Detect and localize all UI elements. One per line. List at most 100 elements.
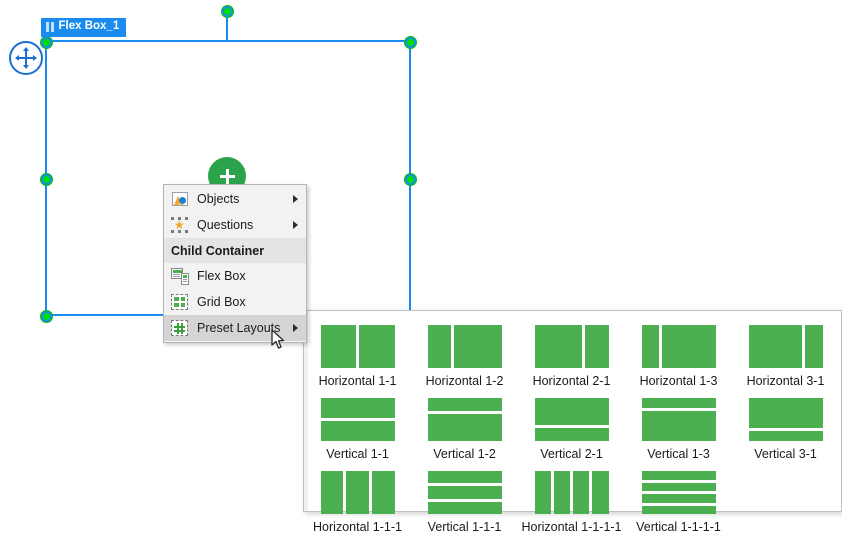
preset-layout-label: Vertical 2-1: [540, 447, 603, 461]
submenu-arrow-icon: [293, 221, 298, 229]
preset-layout-thumbnail: [427, 398, 502, 441]
preset-layout-horizontal-3-1[interactable]: Horizontal 3-1: [732, 319, 839, 392]
layout-pane: [427, 471, 502, 484]
preset-layout-label: Vertical 1-2: [433, 447, 496, 461]
preset-layouts-icon: [171, 320, 188, 336]
move-handle[interactable]: [9, 41, 43, 75]
layout-pane: [427, 414, 502, 441]
layout-pane: [427, 325, 452, 368]
grid-box-icon: [171, 294, 188, 310]
preset-layout-label: Vertical 1-1: [326, 447, 389, 461]
questions-icon-slot: ★: [171, 216, 189, 234]
layout-pane: [320, 471, 344, 514]
mouse-pointer-icon: [271, 329, 287, 351]
preset-layout-row: Vertical 1-1 Vertical 1-2 Vertical 2-1 Vert…: [304, 392, 841, 465]
preset-layout-label: Horizontal 1-2: [425, 374, 504, 388]
preset-layout-row: Horizontal 1-1-1 Vertical 1-1-1 Horizontal…: [304, 465, 841, 538]
preset-layout-horizontal-1-3[interactable]: Horizontal 1-3: [625, 319, 732, 392]
layout-pane: [427, 501, 502, 514]
layout-pane: [573, 471, 590, 514]
layout-pane: [427, 398, 502, 412]
preset-layout-vertical-2-1[interactable]: Vertical 2-1: [518, 392, 625, 465]
layout-pane: [641, 411, 716, 441]
context-menu-item-objects[interactable]: Objects: [164, 186, 306, 212]
layout-pane: [641, 471, 716, 480]
preset-layout-vertical-1-3[interactable]: Vertical 1-3: [625, 392, 732, 465]
preset-layout-vertical-1-1[interactable]: Vertical 1-1: [304, 392, 411, 465]
layout-pane: [534, 398, 609, 425]
move-4way-icon: [15, 47, 37, 69]
preset-layout-label: Horizontal 1-3: [639, 374, 718, 388]
selection-handle-bottom-left[interactable]: [40, 310, 53, 323]
preset-layout-thumbnail: [427, 325, 502, 368]
layout-pane: [371, 471, 395, 514]
selection-handle-top-left[interactable]: [40, 36, 53, 49]
selection-edge-top: [45, 40, 411, 42]
flex-box-icon-slot: [171, 267, 189, 285]
layout-pane: [641, 398, 716, 408]
context-menu-section-header: Child Container: [164, 238, 306, 263]
context-menu-item-grid-box[interactable]: Grid Box: [164, 289, 306, 315]
objects-icon-slot: [171, 190, 189, 208]
preset-layout-label: Vertical 1-3: [647, 447, 710, 461]
flex-box-icon: [171, 268, 189, 285]
selection-top-stem: [226, 10, 228, 42]
layout-pane: [748, 431, 823, 441]
context-menu-item-flex-box[interactable]: Flex Box: [164, 263, 306, 289]
preset-layout-thumbnail: [534, 398, 609, 441]
layout-pane: [641, 325, 660, 368]
preset-layout-label: Vertical 3-1: [754, 447, 817, 461]
questions-icon: ★: [171, 217, 188, 233]
preset-layout-label: Horizontal 1-1-1-1: [521, 520, 622, 534]
preset-layout-label: Vertical 1-1-1-1: [636, 520, 721, 534]
flex-box-icon: [46, 21, 54, 32]
object-name-label: Flex Box_1: [58, 20, 120, 32]
preset-layout-vertical-1-1-1-1[interactable]: Vertical 1-1-1-1: [625, 465, 732, 538]
preset-layout-thumbnail: [641, 398, 716, 441]
preset-layout-label: Horizontal 2-1: [532, 374, 611, 388]
context-menu-item-preset-layouts[interactable]: Preset Layouts: [164, 315, 306, 341]
layout-pane: [534, 471, 551, 514]
preset-layout-vertical-3-1[interactable]: Vertical 3-1: [732, 392, 839, 465]
preset-layout-vertical-1-2[interactable]: Vertical 1-2: [411, 392, 518, 465]
preset-layout-horizontal-1-1-1-1[interactable]: Horizontal 1-1-1-1: [518, 465, 625, 538]
preset-layout-horizontal-1-2[interactable]: Horizontal 1-2: [411, 319, 518, 392]
selection-handle-mid-left[interactable]: [40, 173, 53, 186]
preset-layout-label: Vertical 1-1-1: [427, 520, 502, 534]
layout-pane: [427, 486, 502, 499]
context-menu-item-label: Objects: [197, 192, 240, 206]
preset-layout-thumbnail: [320, 471, 395, 514]
context-menu-item-label: Questions: [197, 218, 254, 232]
objects-icon: [172, 192, 188, 206]
layout-pane: [748, 325, 802, 368]
layout-pane: [553, 471, 570, 514]
submenu-arrow-icon: [293, 195, 298, 203]
preset-layout-thumbnail: [534, 471, 609, 514]
selection-handle-mid-right[interactable]: [404, 173, 417, 186]
layout-pane: [748, 398, 823, 428]
preset-layout-horizontal-2-1[interactable]: Horizontal 2-1: [518, 319, 625, 392]
selection-handle-top-right[interactable]: [404, 36, 417, 49]
object-name-badge[interactable]: Flex Box_1: [41, 18, 127, 37]
preset-layouts-icon-slot: [171, 319, 189, 337]
preset-layout-thumbnail: [320, 325, 395, 368]
flyout-left-strip: [304, 311, 308, 511]
plus-icon-bar: [219, 174, 235, 178]
context-menu-item-questions[interactable]: ★ Questions: [164, 212, 306, 238]
layout-pane: [662, 325, 716, 368]
layout-pane: [320, 398, 395, 418]
preset-layout-vertical-1-1-1[interactable]: Vertical 1-1-1: [411, 465, 518, 538]
preset-layout-horizontal-1-1[interactable]: Horizontal 1-1: [304, 319, 411, 392]
layout-pane: [804, 325, 823, 368]
preset-layout-horizontal-1-1-1[interactable]: Horizontal 1-1-1: [304, 465, 411, 538]
selection-handle-top-center[interactable]: [221, 5, 234, 18]
preset-layout-label: Horizontal 1-1-1: [313, 520, 402, 534]
preset-layout-thumbnail: [534, 325, 609, 368]
layout-pane: [359, 325, 395, 368]
preset-layout-thumbnail: [748, 398, 823, 441]
